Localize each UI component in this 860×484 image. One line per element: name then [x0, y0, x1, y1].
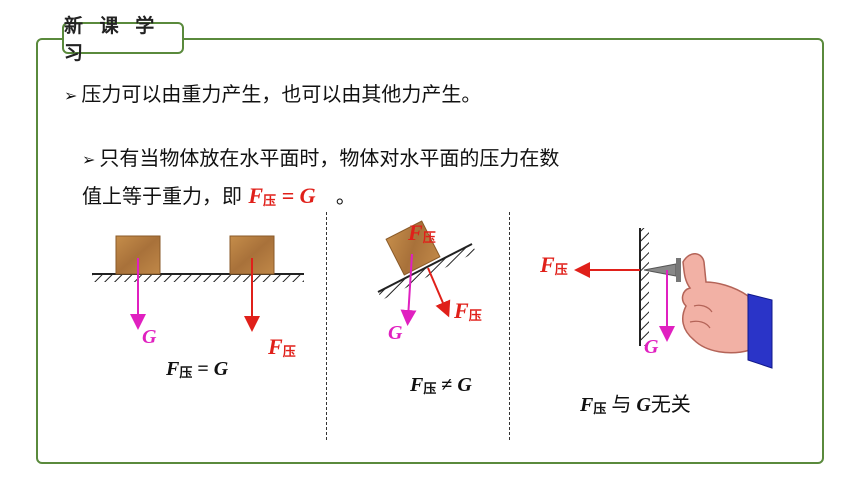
label-f-2b: F压 — [454, 298, 482, 324]
label-f-1: F压 — [268, 334, 296, 360]
label-f-equals-g: F压 = G — [166, 358, 229, 381]
bullet-icon: ➢ — [82, 150, 96, 169]
formula-f-equals-g: F压 = G — [248, 183, 316, 209]
content-frame — [36, 38, 824, 464]
text-line-3: 值上等于重力，即 F压 = G 。 — [82, 183, 356, 209]
wood-block-3 — [385, 220, 441, 276]
divider-2 — [509, 212, 510, 440]
label-f-unrelated-g: F压 与 G无关 — [580, 392, 691, 417]
text-line-2: ➢只有当物体放在水平面时，物体对水平面的压力在数 — [82, 146, 560, 170]
text-line-1: ➢压力可以由重力产生，也可以由其他力产生。 — [64, 82, 482, 106]
label-g-3: G — [644, 336, 659, 358]
sleeve — [747, 293, 773, 369]
gravity-arrow-2 — [400, 253, 417, 326]
label-g-2: G — [388, 322, 403, 344]
pin-head — [676, 258, 681, 282]
label-f-neq-g: F压 ≠ G — [410, 374, 472, 397]
label-f-3: F压 — [540, 252, 568, 278]
diagram-wall — [574, 228, 773, 369]
label-g-1: G — [142, 326, 157, 348]
pressure-arrow-2 — [427, 267, 451, 318]
diagram-horizontal — [92, 235, 304, 332]
thumb — [681, 253, 751, 354]
diagram-incline — [377, 220, 476, 326]
bullet-icon: ➢ — [64, 86, 78, 105]
divider-1 — [326, 212, 327, 440]
label-f-2a: F压 — [408, 220, 436, 246]
